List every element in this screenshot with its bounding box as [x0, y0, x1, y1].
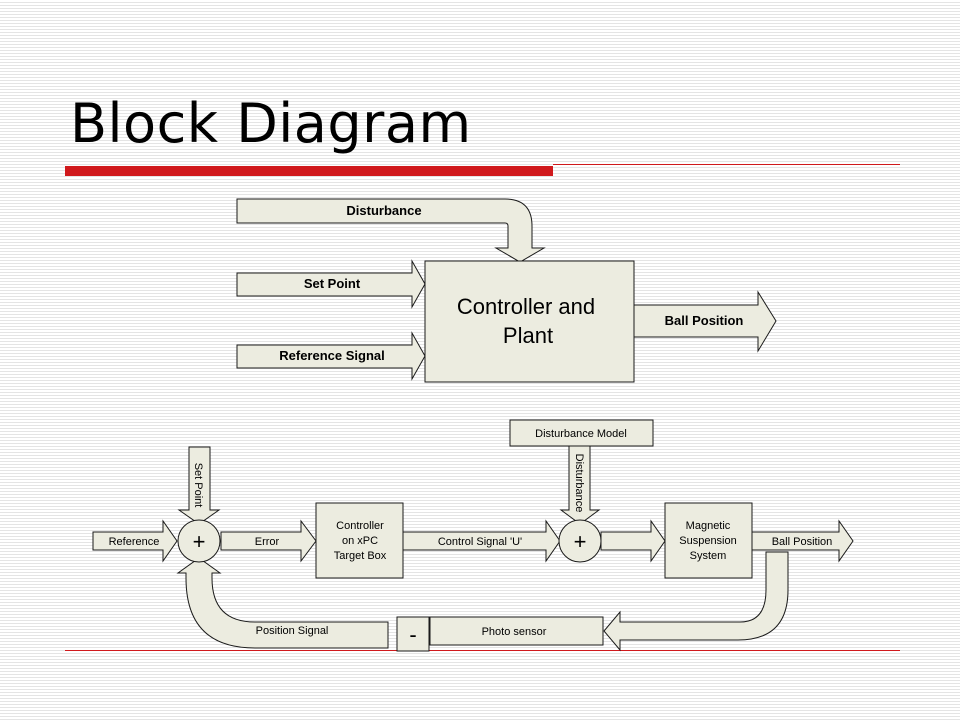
footer-rule — [65, 650, 900, 651]
maglev-label-line3: System — [690, 550, 727, 562]
sum2-plus-sign: + — [574, 529, 587, 554]
to-maglev-arrow — [600, 519, 666, 563]
magnetic-suspension-system-block — [664, 502, 753, 579]
ball-position-output-arrow — [633, 290, 777, 353]
controller-plant-block — [424, 260, 635, 383]
set-point-arrow — [236, 259, 426, 309]
controller-label-line2: on xPC — [342, 535, 378, 547]
sum1-plus-sign: + — [193, 529, 206, 554]
minus-sign-block — [396, 616, 430, 652]
page-title: Block Diagram — [70, 92, 472, 155]
maglev-label-line1: Magnetic — [686, 520, 731, 532]
controller-label-line3: Target Box — [334, 550, 387, 562]
error-arrow — [220, 519, 317, 563]
controller-plant-label-line2: Plant — [503, 323, 553, 348]
controller-xpc-block — [315, 502, 404, 579]
summing-junction-1 — [177, 519, 221, 563]
control-signal-label: Control Signal 'U' — [438, 536, 522, 548]
ball-position-output-label: Ball Position — [665, 313, 744, 328]
controller-plant-label-line1: Controller and — [457, 294, 595, 319]
disturbance-down-arrow — [559, 445, 601, 525]
controller-label-line1: Controller — [336, 520, 384, 532]
photo-sensor-label: Photo sensor — [482, 626, 547, 638]
reference-signal-label: Reference Signal — [279, 348, 385, 363]
set-point-vertical-label: Set Point — [192, 463, 204, 508]
disturbance-model-label: Disturbance Model — [535, 428, 627, 440]
ball-position-arrow — [751, 519, 854, 563]
disturbance-label: Disturbance — [346, 203, 421, 218]
position-signal-label: Position Signal — [256, 625, 329, 637]
set-point-label: Set Point — [304, 276, 361, 291]
disturbance-arrow — [236, 198, 546, 263]
photo-sensor-block — [429, 616, 604, 646]
reference-arrow — [92, 519, 178, 563]
ball-position-label: Ball Position — [772, 536, 833, 548]
reference-signal-arrow — [236, 331, 426, 381]
control-signal-arrow — [402, 519, 561, 563]
error-label: Error — [255, 536, 280, 548]
title-underline-thin — [553, 164, 900, 165]
set-point-down-arrow — [177, 446, 221, 525]
minus-sign: - — [409, 622, 416, 647]
disturbance-model-block — [509, 419, 654, 447]
title-underline-thick — [65, 166, 553, 176]
position-signal-feedback-arrow — [176, 557, 389, 649]
ball-position-return-arrow — [603, 551, 789, 652]
disturbance-vertical-label: Disturbance — [573, 454, 585, 513]
reference-label: Reference — [109, 536, 160, 548]
maglev-label-line2: Suspension — [679, 535, 737, 547]
